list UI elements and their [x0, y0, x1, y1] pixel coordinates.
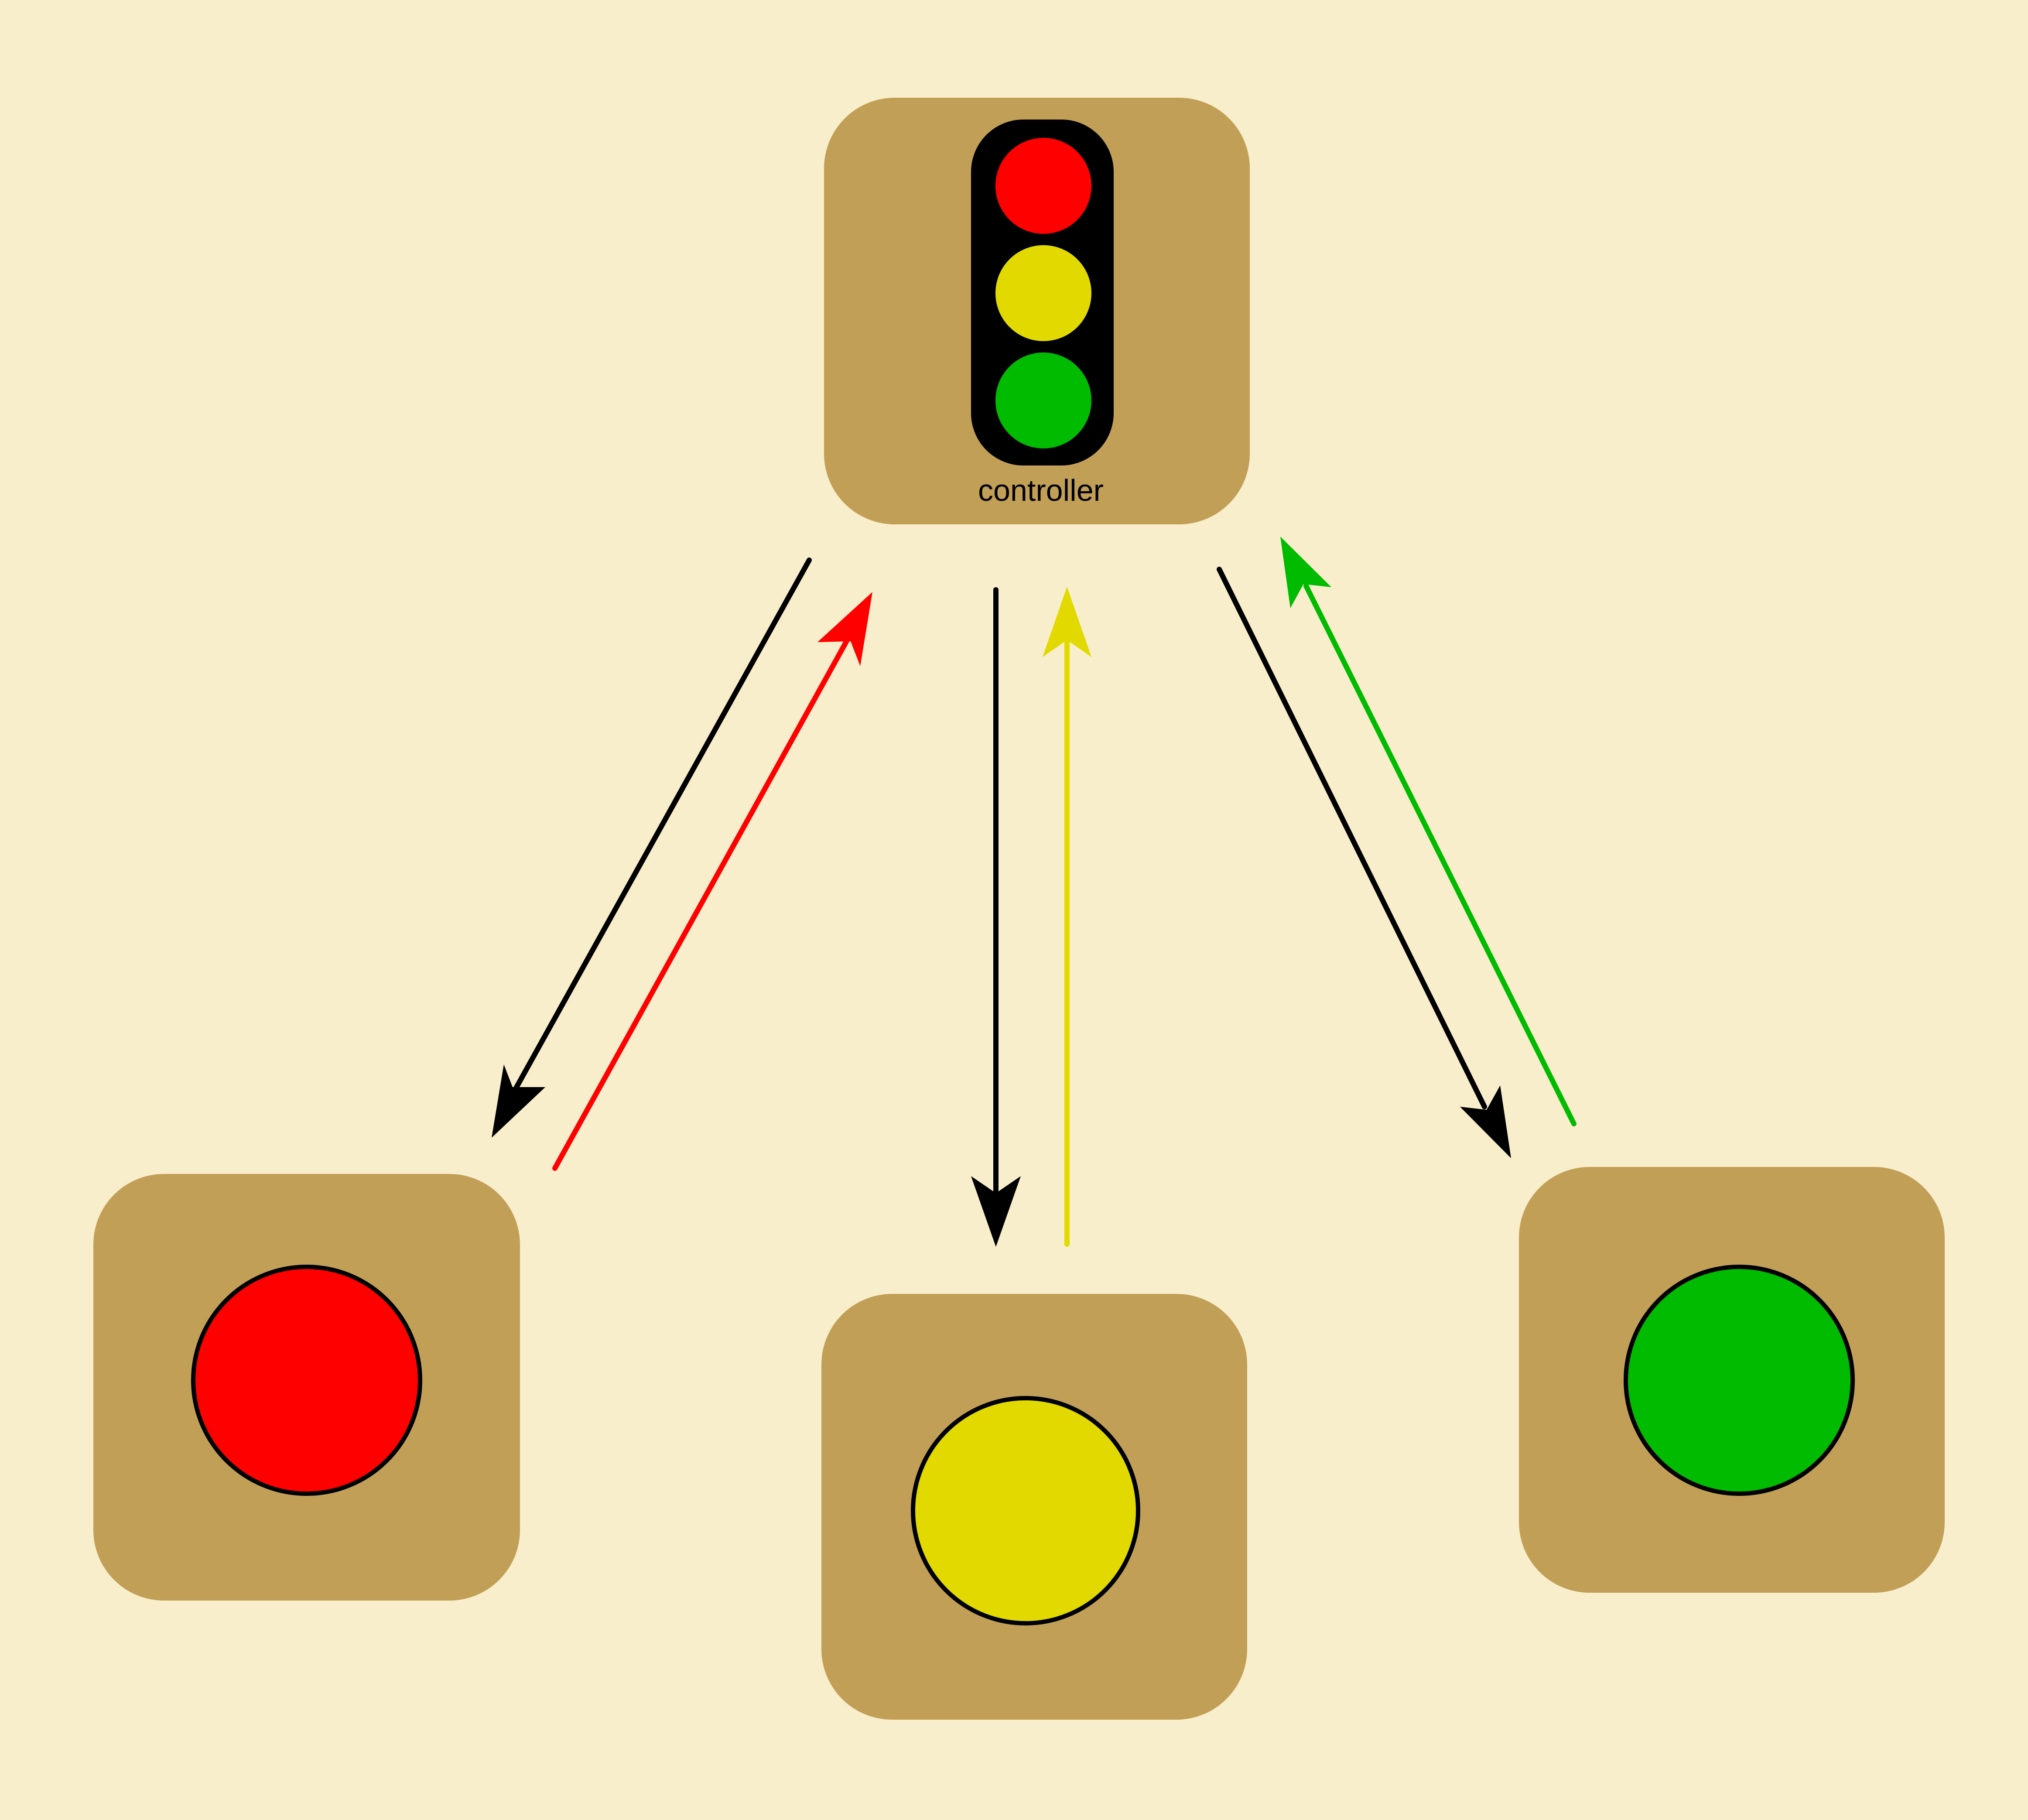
red-light-icon: [191, 1265, 422, 1496]
arrow-controller-to-yellow: [971, 587, 1021, 1247]
arrow-controller-to-green: [1217, 567, 1511, 1158]
controller-red-lamp: [995, 138, 1091, 234]
yellow-light-icon: [911, 1396, 1140, 1625]
controller-node: controller: [824, 98, 1250, 524]
arrow-green-to-controller: [1280, 537, 1577, 1126]
controller-label: controller: [978, 473, 1104, 507]
red-light-node: [93, 1174, 520, 1601]
traffic-light-icon: [971, 120, 1114, 465]
green-light-node: [1519, 1167, 1945, 1593]
arrow-yellow-to-controller: [1043, 587, 1091, 1247]
green-light-icon: [1624, 1265, 1855, 1496]
yellow-light-node: [821, 1294, 1247, 1720]
controller-yellow-lamp: [995, 245, 1091, 341]
arrow-red-to-controller: [552, 592, 872, 1171]
controller-green-lamp: [995, 352, 1091, 448]
arrow-controller-to-red: [492, 558, 812, 1138]
